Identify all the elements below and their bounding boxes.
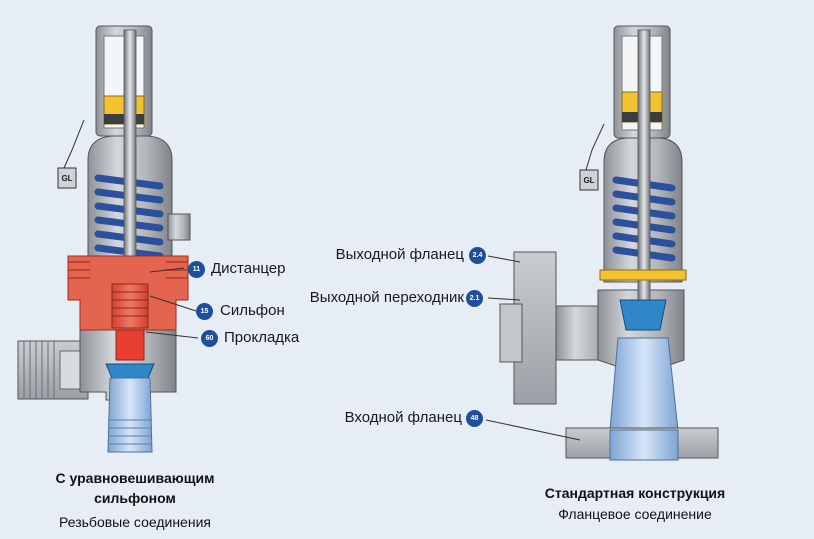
left-caption-subtitle: Резьбовые соединения: [59, 514, 211, 530]
callout-label-outlet-flange: Выходной фланец: [335, 246, 464, 263]
callout-badge-2-1: 2.1: [466, 290, 483, 307]
callout-badge-60: 60: [201, 330, 218, 347]
right-caption-subtitle: Фланцевое соединение: [558, 506, 712, 522]
callout-badge-15: 15: [196, 303, 213, 320]
right-leader-lines: [485, 255, 581, 441]
right-caption-title: Стандартная конструкция: [544, 485, 726, 501]
left-leader-lines: [145, 267, 199, 339]
callout-badge-11: 11: [188, 261, 205, 278]
callout-badge-2-4: 2.4: [469, 247, 486, 264]
callout-label-gasket: Прокладка: [224, 329, 300, 346]
left-valve-drawing: [17, 25, 191, 453]
callout-label-inlet-flange: Входной фланец: [344, 409, 462, 426]
callout-label-bellows: Сильфон: [220, 302, 285, 319]
left-caption-title: С уравновешивающим сильфоном: [55, 470, 215, 506]
right-valve-drawing: [499, 25, 719, 461]
right-gl-tag: GL: [583, 176, 595, 185]
left-gl-tag: GL: [61, 174, 73, 183]
callout-label-outlet-adapter: Выходной переходник: [309, 289, 464, 306]
callout-badge-48: 48: [466, 410, 483, 427]
callout-label-spacer: Дистанцер: [211, 260, 286, 277]
